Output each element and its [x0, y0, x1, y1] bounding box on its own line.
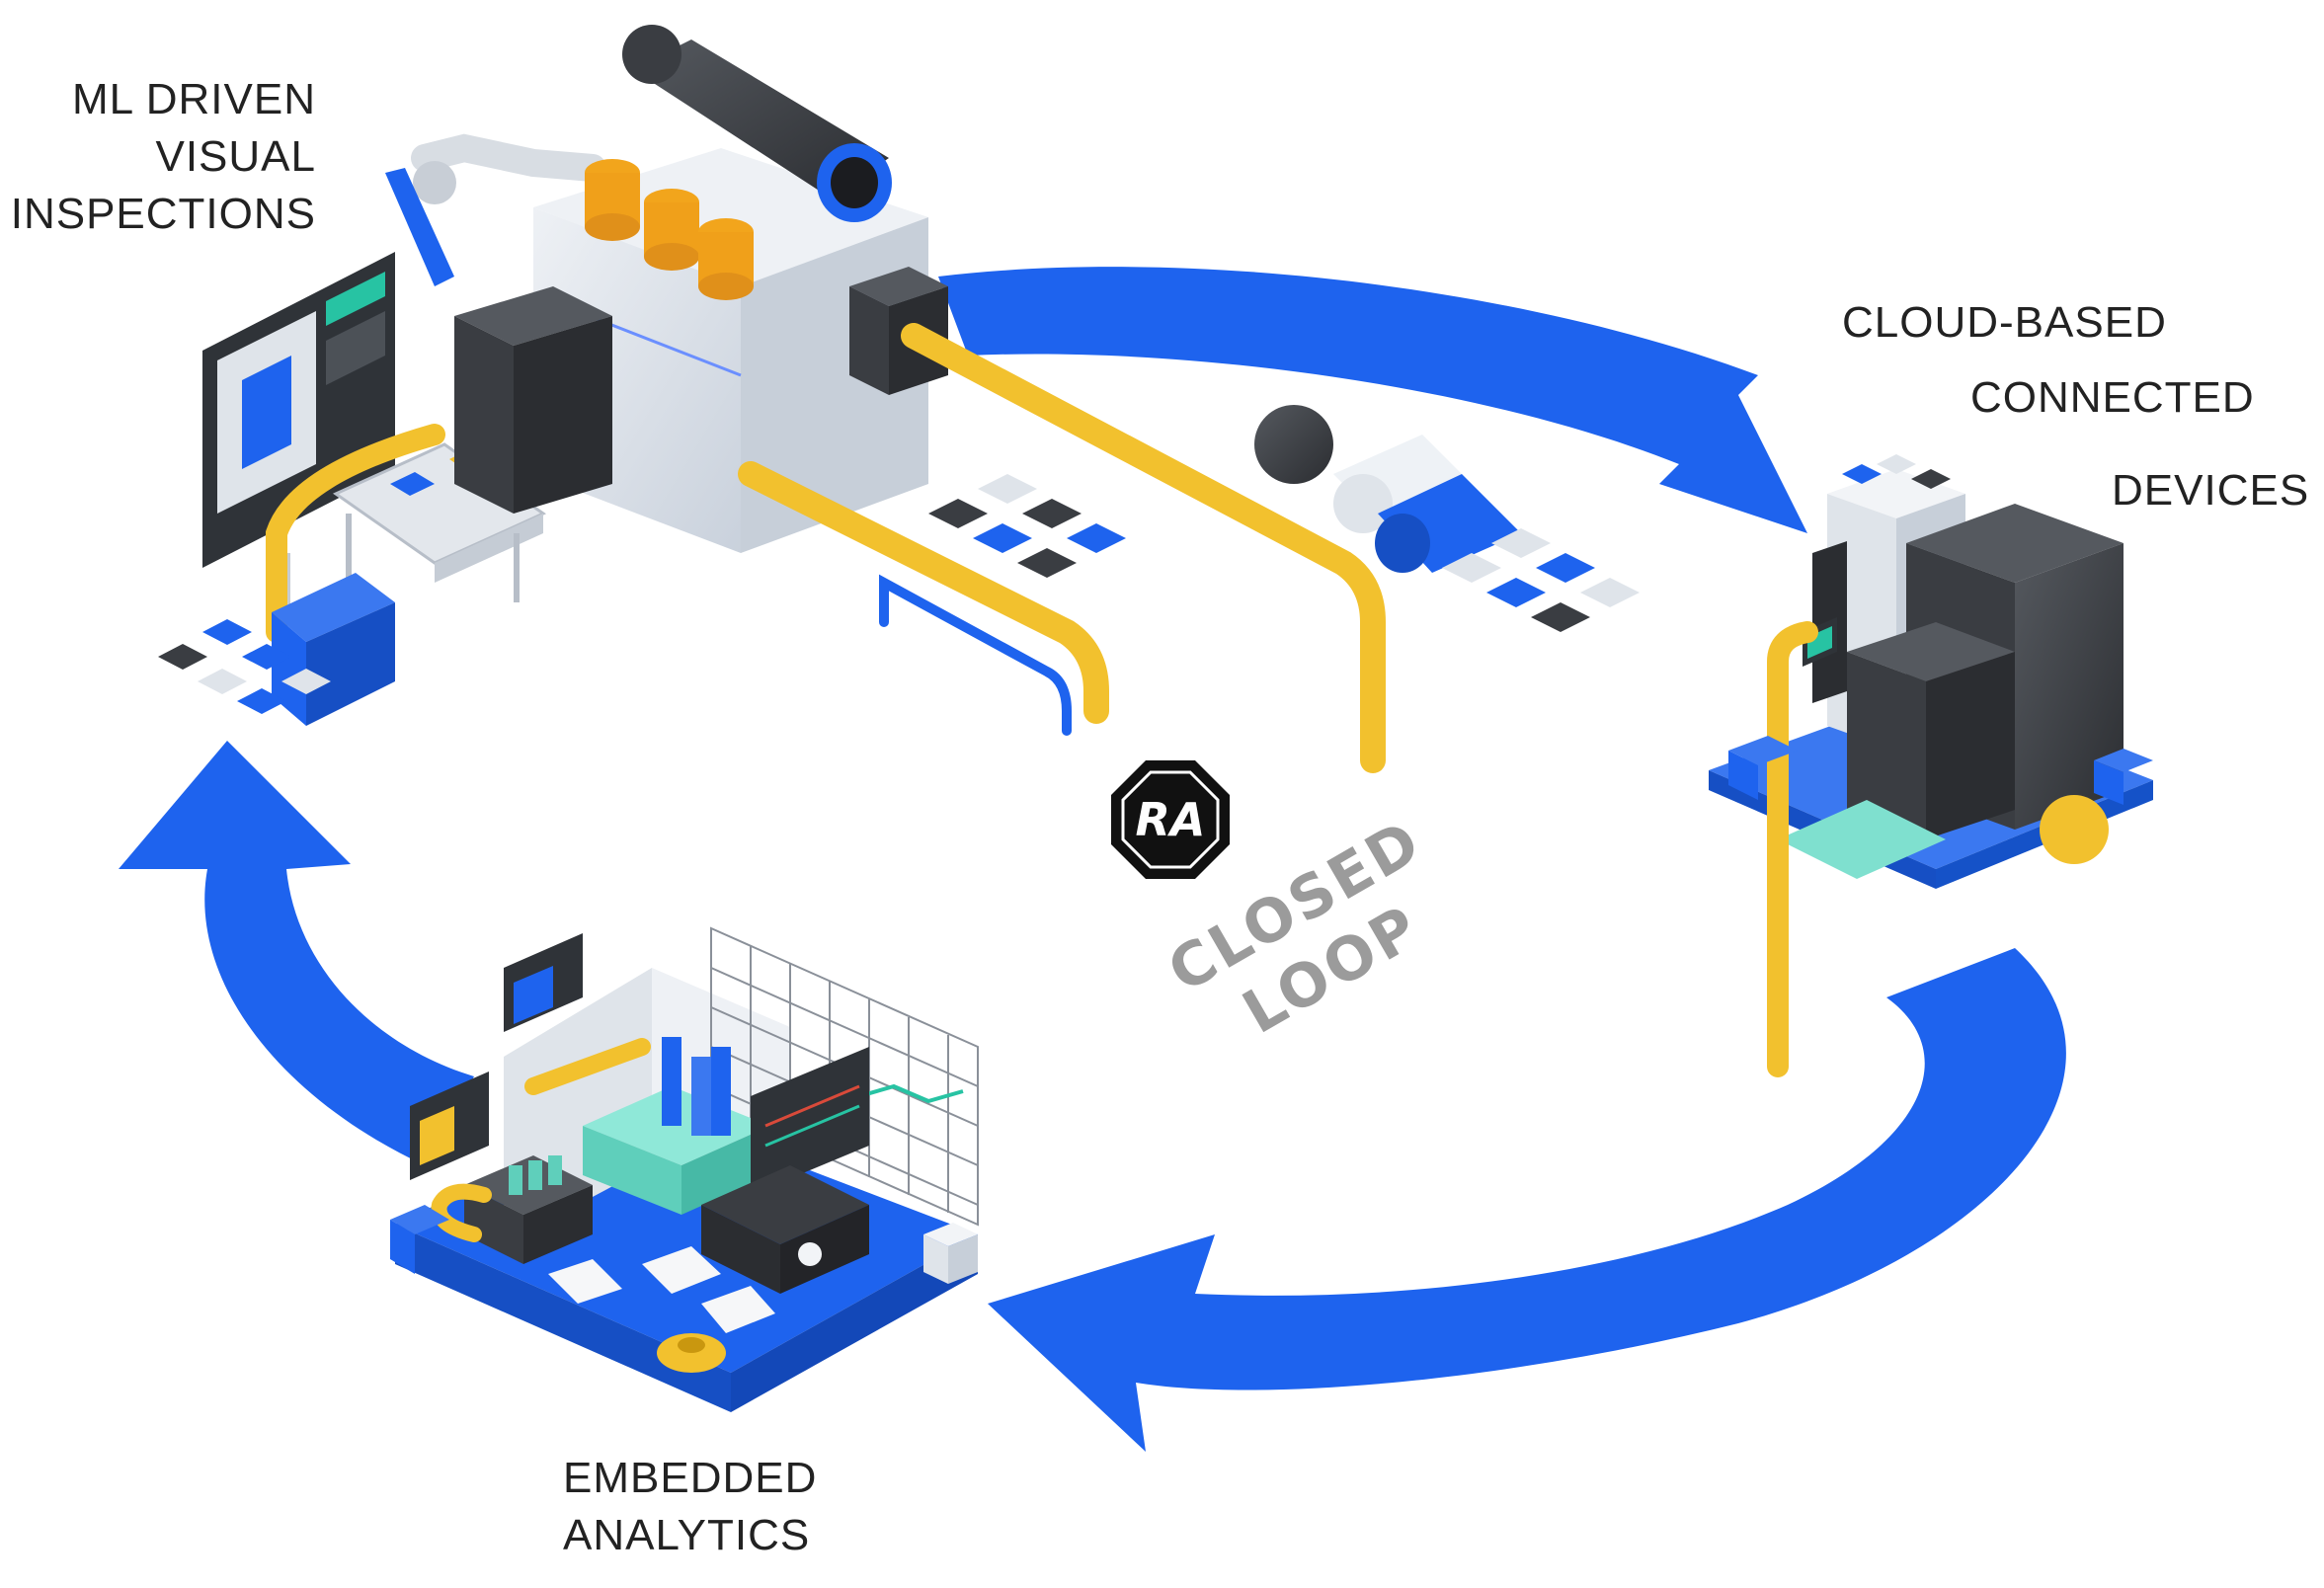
cloud-based-line2: CONNECTED [1970, 373, 2255, 422]
loop-arrows [119, 267, 2066, 1452]
factory-machine-icon [158, 25, 1640, 773]
analytics-room-icon [390, 926, 979, 1412]
logo-text: RA [1135, 793, 1205, 846]
server-rack-icon [1709, 454, 2153, 1077]
ml-visual-inspections-label: ML DRIVEN VISUAL INSPECTIONS [10, 75, 316, 238]
cloud-based-line1: CLOUD-BASED [1842, 298, 2167, 347]
cloud-based-line3: DEVICES [2112, 466, 2310, 515]
arrow-top [938, 267, 1807, 533]
arrow-right [988, 948, 2066, 1452]
arrow-left [119, 741, 474, 1165]
ra-octagon-logo: RA [1111, 760, 1230, 879]
embedded-analytics-label: EMBEDDED ANALYTICS [563, 1454, 818, 1559]
